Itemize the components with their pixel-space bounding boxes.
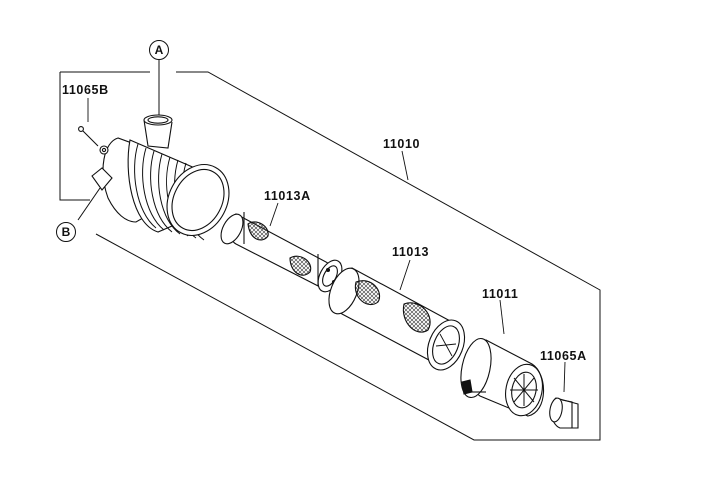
- label-cap: 11011: [482, 287, 519, 301]
- label-inner-element: 11013A: [264, 189, 311, 203]
- callout-a: A: [149, 40, 169, 60]
- label-valve: 11065A: [540, 349, 587, 363]
- evacuator-valve: [549, 397, 579, 429]
- label-assembly: 11010: [383, 137, 421, 151]
- outer-filter-element: [328, 267, 466, 371]
- label-bolt: 11065B: [62, 83, 109, 97]
- leader-lines: [87, 98, 566, 393]
- inner-filter-element: [220, 212, 343, 293]
- air-cleaner-housing: [78, 114, 230, 241]
- assembly-frame: [59, 58, 601, 441]
- callout-b: B: [56, 222, 76, 242]
- label-outer-element: 11013: [392, 245, 430, 259]
- cover-cap: [460, 337, 545, 417]
